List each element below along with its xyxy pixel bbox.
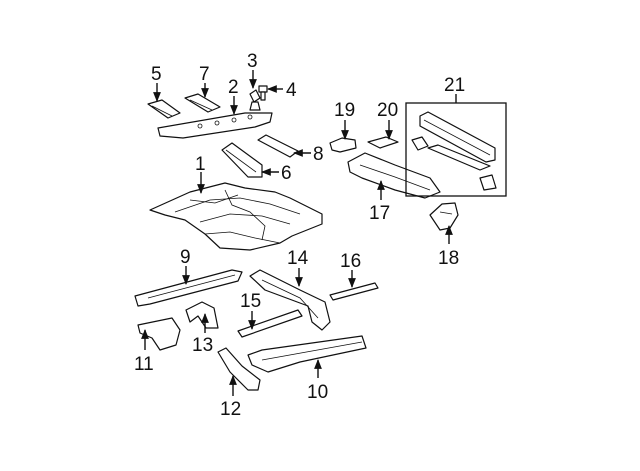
callout-17: 17	[369, 203, 390, 224]
part-1-floor-pan	[149, 182, 323, 251]
part-15-strip	[237, 309, 303, 338]
part-21-assembly-box	[405, 102, 507, 197]
part-3-clip	[249, 89, 261, 111]
part-6-bracket	[221, 142, 263, 178]
callout-13: 13	[192, 335, 213, 356]
part-14-rail	[249, 269, 331, 331]
callout-20: 20	[377, 100, 398, 121]
callout-10: 10	[307, 382, 328, 403]
callout-19: 19	[334, 100, 355, 121]
part-7-bracket	[184, 93, 221, 113]
callout-3: 3	[247, 51, 258, 72]
callout-8: 8	[313, 144, 324, 165]
callout-15: 15	[240, 291, 261, 312]
callout-11: 11	[134, 354, 154, 375]
part-2-crossmember	[157, 112, 273, 139]
part-8-reinforcement	[257, 134, 299, 158]
callout-16: 16	[340, 251, 361, 272]
callout-4: 4	[286, 80, 297, 101]
part-20-plate	[367, 136, 399, 149]
callout-18: 18	[438, 248, 459, 269]
callout-2: 2	[228, 77, 239, 98]
callout-9: 9	[180, 247, 191, 268]
callout-14: 14	[287, 248, 309, 269]
callout-1: 1	[195, 154, 206, 175]
callout-labels: 1 2 3 4 5 6 7 8 9 10 11 12 13 14 15 16 1…	[134, 51, 465, 420]
part-5-bracket	[147, 99, 181, 119]
part-17-rear-crossmember	[347, 152, 441, 199]
part-12-rail	[217, 347, 261, 391]
callout-12: 12	[220, 399, 241, 420]
part-18-bracket	[429, 202, 459, 231]
part-9-rail	[134, 269, 243, 307]
leader-lines	[141, 70, 457, 396]
part-10-rocker-rail	[247, 335, 367, 373]
part-4-bolt	[258, 85, 268, 101]
callout-5: 5	[151, 64, 162, 85]
part-16-strip	[329, 282, 379, 301]
part-19-bracket	[329, 137, 357, 153]
callout-7: 7	[199, 64, 210, 85]
callout-6: 6	[281, 163, 292, 184]
part-13-bracket	[185, 301, 219, 329]
callout-21: 21	[444, 75, 465, 96]
